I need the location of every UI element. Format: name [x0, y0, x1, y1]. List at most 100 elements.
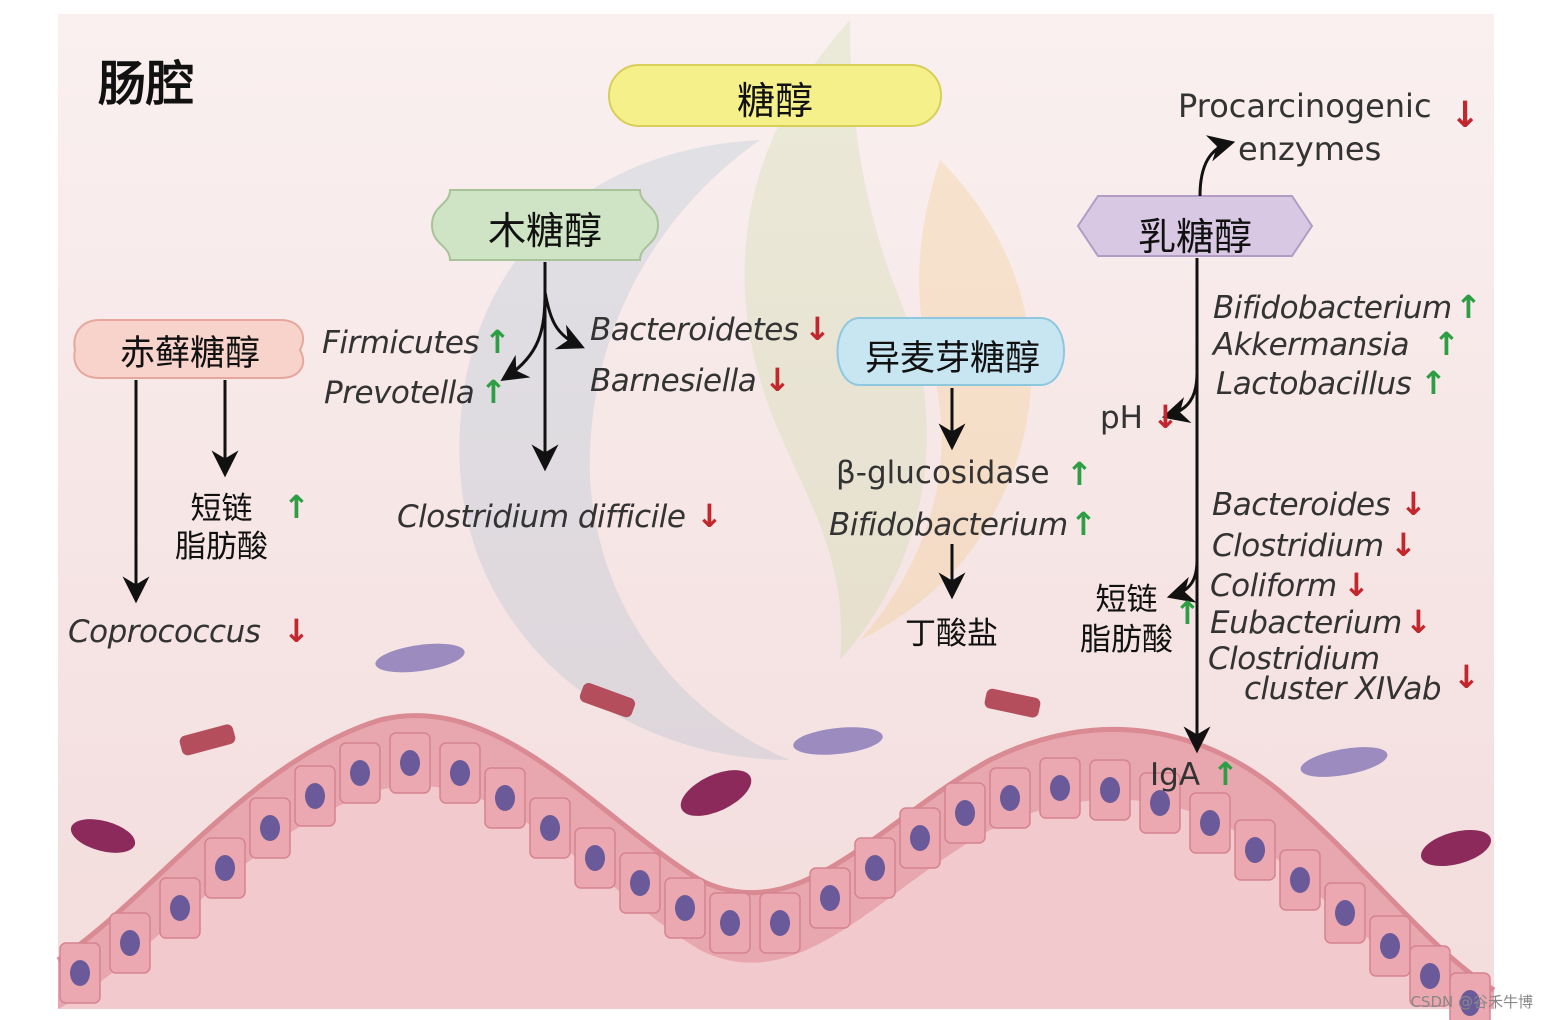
prevotella-up-arrow: ↑: [480, 373, 507, 411]
akkermansia-up-arrow: ↑: [1433, 325, 1460, 363]
lactitol-label: 乳糖醇: [1137, 215, 1252, 259]
cell-nucleus: [675, 895, 695, 921]
erythritol-box: [73, 319, 305, 379]
iga-label: IgA: [1150, 757, 1201, 793]
cell-nucleus: [955, 800, 975, 826]
bacteroidetes-down-arrow: ↓: [804, 310, 831, 348]
sugar-alcohol-label: 糖醇: [736, 79, 813, 123]
erythritol-label: 赤藓糖醇: [119, 334, 260, 374]
cell-nucleus: [1460, 990, 1480, 1016]
cell-nucleus: [1420, 963, 1440, 989]
lactobacillus-up-arrow: ↑: [1420, 364, 1447, 402]
ph-down-arrow: ↓: [1152, 398, 1179, 436]
erythritol-scfa-label: 短链 脂肪酸: [175, 491, 268, 565]
cell-nucleus: [450, 760, 470, 786]
cell-nucleus: [350, 760, 370, 786]
bacterium: [1300, 747, 1388, 777]
lactobacillus-label: Lactobacillus: [1216, 366, 1412, 402]
clostridium-difficile-down-arrow: ↓: [696, 497, 723, 535]
isomalt-label: 异麦芽糖醇: [864, 339, 1040, 379]
barnesiella-down-arrow: ↓: [764, 361, 791, 399]
clostridium-down-arrow: ↓: [1390, 526, 1417, 564]
xylitol-box: [430, 189, 660, 261]
cell-nucleus: [215, 855, 235, 881]
lactitol-box: [1076, 195, 1314, 257]
cell-nucleus: [1245, 837, 1265, 863]
isomalt-bifidobacterium-label: Bifidobacterium: [829, 507, 1068, 543]
sugar-alcohol-box: [608, 64, 942, 127]
bacteroides-down-arrow: ↓: [1400, 485, 1427, 523]
cell-nucleus: [1335, 900, 1355, 926]
cell-nucleus: [720, 910, 740, 936]
lactitol-scfa-label: 短链 脂肪酸: [1080, 582, 1173, 658]
prevotella-label: Prevotella: [324, 375, 475, 411]
cell-nucleus: [120, 930, 140, 956]
firmicutes-up-arrow: ↑: [484, 323, 511, 361]
credit-text: CSDN @谷禾牛博: [1410, 993, 1533, 1011]
cell-nucleus: [1200, 810, 1220, 836]
isomalt-bifidobacterium-up-arrow: ↑: [1070, 505, 1097, 543]
beta-glucosidase-up-arrow: ↑: [1066, 455, 1093, 493]
procarcinogenic-enzymes-label: Procarcinogenic enzymes: [1178, 87, 1432, 168]
coliform-label: Coliform: [1210, 568, 1337, 604]
cell-nucleus: [585, 845, 605, 871]
bacteria: [70, 643, 1492, 867]
bacterium: [793, 727, 883, 755]
epithelial-cells: [59, 732, 1491, 1020]
cell-nucleus: [540, 815, 560, 841]
bacteroides-label: Bacteroides: [1212, 487, 1391, 523]
akkermansia-label: Akkermansia: [1213, 327, 1410, 363]
bacterium: [984, 688, 1041, 718]
bacteroidetes-label: Bacteroidetes: [590, 312, 799, 348]
cell-nucleus: [1100, 777, 1120, 803]
bacterium: [680, 770, 752, 816]
cell-nucleus: [1380, 933, 1400, 959]
cell-nucleus: [910, 825, 930, 851]
cell-nucleus: [1050, 775, 1070, 801]
clostridium-cluster-label: Clostridium cluster XIVab: [1208, 641, 1442, 707]
butyrate-label: 丁酸盐: [905, 616, 998, 652]
lactitol-bifidobacterium-label: Bifidobacterium: [1213, 290, 1452, 326]
coliform-down-arrow: ↓: [1343, 566, 1370, 604]
eubacterium-down-arrow: ↓: [1405, 603, 1432, 641]
bacterium: [179, 724, 236, 756]
cell-nucleus: [865, 855, 885, 881]
xylitol-label: 木糖醇: [487, 209, 602, 253]
beta-glucosidase-label: β-glucosidase: [836, 455, 1050, 491]
cell-nucleus: [1150, 790, 1170, 816]
cell-nucleus: [770, 910, 790, 936]
bacterium: [70, 819, 136, 853]
cell-nucleus: [305, 783, 325, 809]
coprococcus-label: Coprococcus: [68, 614, 261, 650]
isomalt-box: [836, 317, 1065, 386]
page-title: 肠腔: [98, 56, 195, 112]
bacterium: [579, 683, 636, 718]
procarcinogenic-down-arrow: ↓: [1450, 95, 1481, 136]
bacterium: [1420, 829, 1492, 867]
clostridium-label: Clostridium: [1212, 528, 1384, 564]
lactitol-scfa-up-arrow: ↑: [1174, 594, 1201, 632]
ph-label: pH: [1100, 400, 1143, 436]
cell-nucleus: [260, 815, 280, 841]
watermark-logo: [459, 20, 1032, 760]
barnesiella-label: Barnesiella: [590, 363, 757, 399]
iga-up-arrow: ↑: [1212, 755, 1239, 793]
firmicutes-label: Firmicutes: [322, 325, 480, 361]
cell-nucleus: [400, 750, 420, 776]
coprococcus-down-arrow: ↓: [283, 612, 310, 650]
clostridium-difficile-label: Clostridium difficile: [397, 499, 686, 535]
bacterium: [375, 643, 465, 673]
cell-nucleus: [495, 785, 515, 811]
eubacterium-label: Eubacterium: [1210, 605, 1402, 641]
cell-nucleus: [1290, 867, 1310, 893]
erythritol-scfa-up-arrow: ↑: [283, 488, 310, 526]
arrows: [122, 135, 1236, 754]
cell-nucleus: [820, 885, 840, 911]
clostridium-cluster-down-arrow: ↓: [1453, 658, 1480, 696]
cell-nucleus: [70, 960, 90, 986]
cell-nucleus: [630, 870, 650, 896]
lactitol-bifidobacterium-up-arrow: ↑: [1455, 288, 1482, 326]
cell-nucleus: [1000, 785, 1020, 811]
cell-nucleus: [170, 895, 190, 921]
